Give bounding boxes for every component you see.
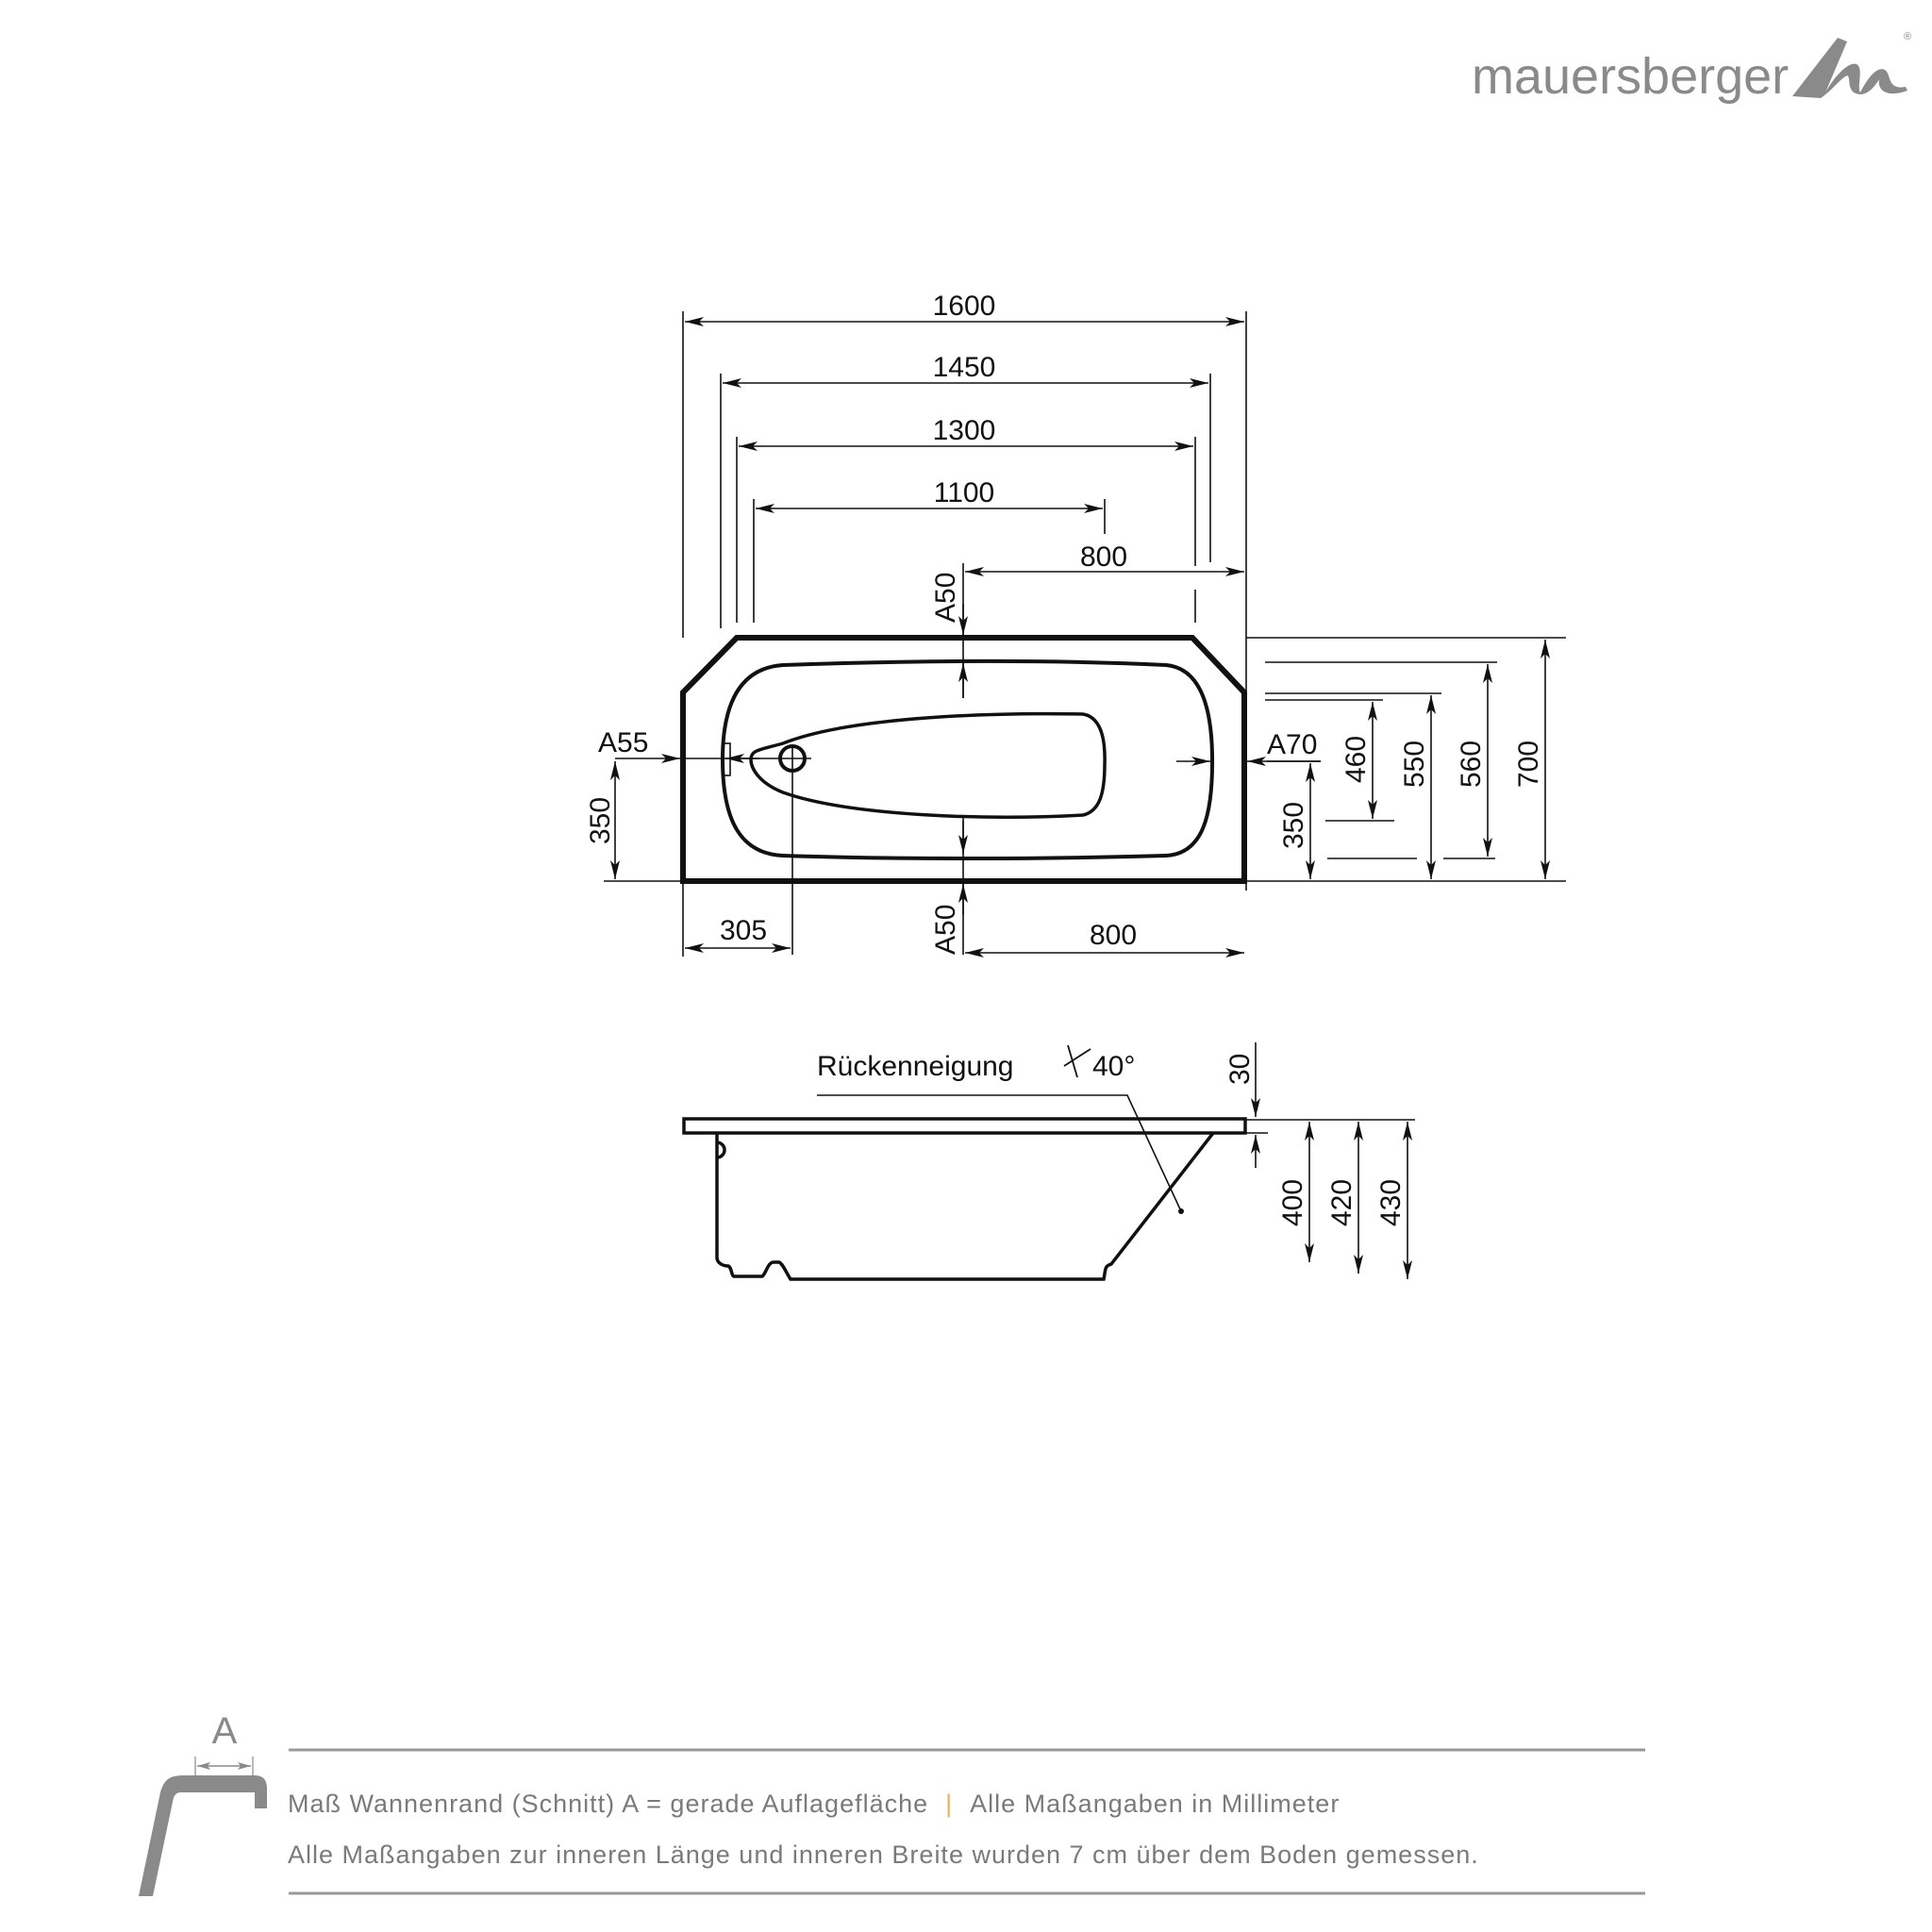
tub-outer-rim bbox=[680, 635, 1247, 884]
rim-label-a50-bottom: A50 bbox=[930, 905, 961, 955]
side-view: Rückenneigung 40° 30 400 420 430 bbox=[682, 1042, 1415, 1281]
dim-label-350-left: 350 bbox=[585, 797, 616, 844]
dim-label-560: 560 bbox=[1456, 741, 1487, 788]
dim-label-800-bottom: 800 bbox=[1090, 920, 1137, 951]
brand-logo: mauersberger ® bbox=[1472, 31, 1911, 105]
dim-label-420: 420 bbox=[1326, 1179, 1357, 1226]
dim-label-1600: 1600 bbox=[933, 291, 996, 322]
dim-label-1300: 1300 bbox=[933, 415, 996, 446]
legend-line1: Maß Wannenrand (Schnitt) A = gerade Aufl… bbox=[288, 1790, 1340, 1818]
dim-label-305: 305 bbox=[720, 915, 767, 946]
leader-dot bbox=[1178, 1208, 1184, 1214]
overflow-side-icon bbox=[716, 1141, 726, 1159]
dim-label-700: 700 bbox=[1513, 741, 1544, 788]
dim-label-460: 460 bbox=[1341, 736, 1372, 783]
legend-line2: Alle Maßangaben zur inneren Länge und in… bbox=[288, 1840, 1479, 1869]
angle-icon bbox=[1063, 1044, 1091, 1078]
dim-label-350-right: 350 bbox=[1278, 802, 1309, 849]
backrest-angle: 40° bbox=[1092, 1051, 1135, 1082]
rim-profile-icon bbox=[139, 1775, 267, 1896]
tub-inner-rim bbox=[720, 658, 1215, 860]
top-view: 1600 1450 1300 1100 800 A50 A50 A55 A70 … bbox=[585, 291, 1566, 958]
side-body bbox=[715, 1131, 1215, 1281]
dim-label-550: 550 bbox=[1399, 741, 1430, 788]
dim-label-800-top: 800 bbox=[1080, 541, 1127, 573]
legend: A Maß Wannenrand (Schnitt) A = gerade Au… bbox=[139, 1710, 1645, 1896]
brand-m-icon bbox=[1792, 38, 1907, 98]
rim-label-a70: A70 bbox=[1267, 729, 1317, 760]
side-rim bbox=[682, 1117, 1247, 1135]
dim-label-400: 400 bbox=[1277, 1179, 1308, 1226]
legend-symbol-a: A bbox=[212, 1710, 238, 1752]
dim-label-1100: 1100 bbox=[934, 477, 995, 508]
rim-label-a50-top: A50 bbox=[930, 573, 961, 623]
dim-label-430: 430 bbox=[1375, 1179, 1407, 1226]
rim-label-a55: A55 bbox=[598, 727, 648, 758]
dim-label-1450: 1450 bbox=[933, 352, 996, 383]
registered-mark: ® bbox=[1904, 31, 1911, 42]
brand-wordmark: mauersberger bbox=[1472, 48, 1789, 105]
backrest-label: Rückenneigung bbox=[817, 1051, 1014, 1082]
leader-line bbox=[817, 1094, 1182, 1212]
tub-basin-floor bbox=[749, 711, 1107, 820]
dim-label-30: 30 bbox=[1224, 1054, 1256, 1085]
